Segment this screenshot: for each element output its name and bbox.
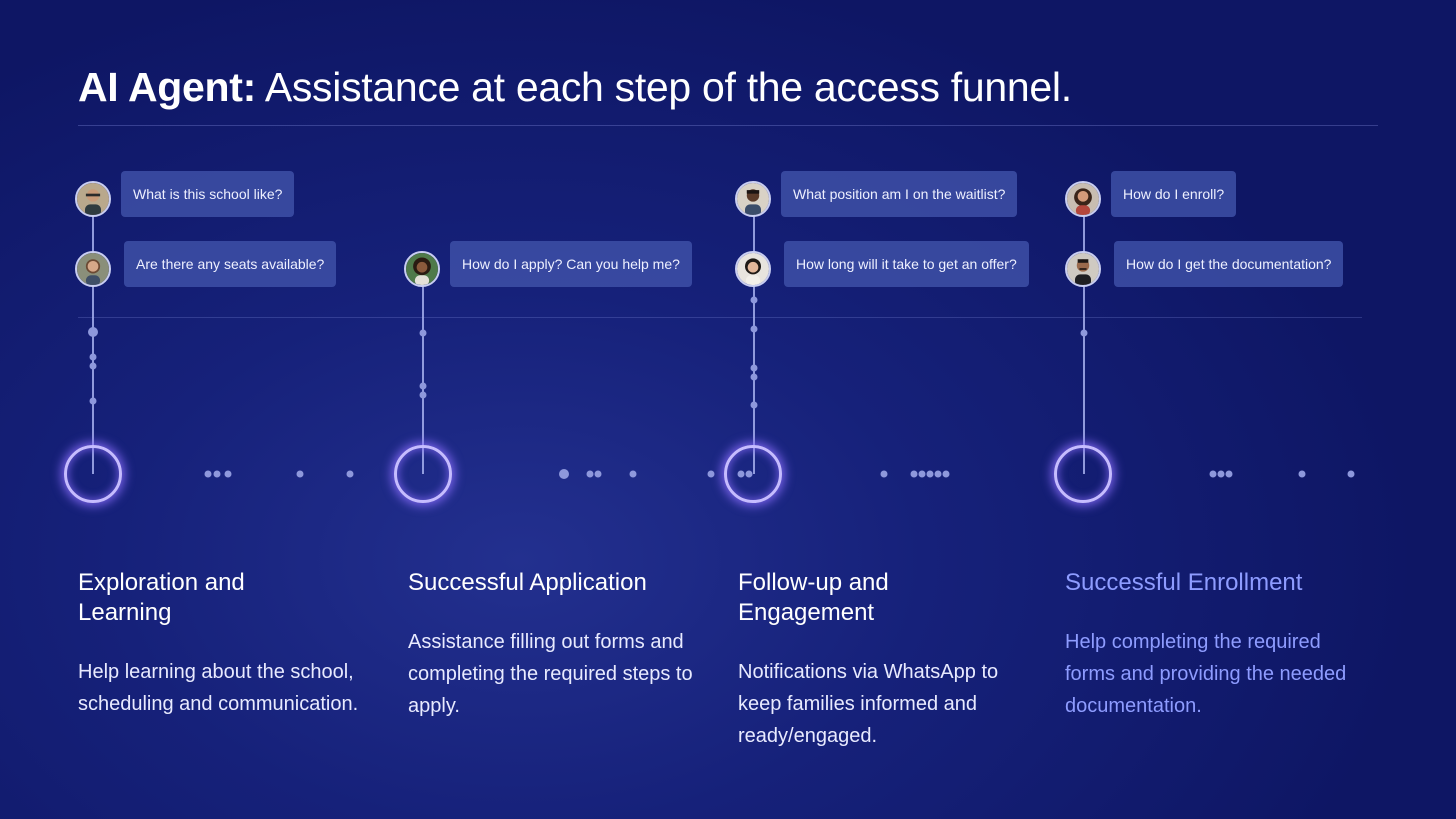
timeline-dot xyxy=(586,470,594,478)
timeline-dot xyxy=(1298,470,1306,478)
chat-bubble-seats-question: Are there any seats available? xyxy=(124,241,337,287)
timeline-dot xyxy=(918,470,926,478)
avatar-woman-glasses xyxy=(75,251,111,287)
timeline-dot xyxy=(750,325,758,333)
chat-bubble-apply-question: How do I apply? Can you help me? xyxy=(450,241,692,287)
stage-application: Successful Application Assistance fillin… xyxy=(408,568,698,722)
timeline-dot xyxy=(346,470,354,478)
timeline-dot xyxy=(750,401,758,409)
timeline-dot xyxy=(594,470,602,478)
title-rest: Assistance at each step of the access fu… xyxy=(255,64,1072,110)
chat-bubble-enroll-question: How do I enroll? xyxy=(1111,171,1237,217)
stage-title: Exploration and Learning xyxy=(78,569,245,626)
avatar-woman-curly-hair xyxy=(404,251,440,287)
stage-title: Successful Application xyxy=(408,569,647,596)
timeline-dot xyxy=(1217,470,1225,478)
timeline-dot xyxy=(1347,470,1355,478)
stage-description: Notifications via WhatsApp to keep famil… xyxy=(738,661,999,747)
stage-title: Follow-up and Engagement xyxy=(738,569,889,626)
timeline-dot xyxy=(1209,470,1217,478)
avatar-man-mustache xyxy=(1065,251,1101,287)
avatar-man-smiling xyxy=(735,181,771,217)
timeline-dot xyxy=(880,470,888,478)
chat-bubble-offer-question: How long will it take to get an offer? xyxy=(784,241,1029,287)
stage-node-application xyxy=(394,445,452,503)
timeline-dot xyxy=(1080,329,1088,337)
chat-bubble-documentation-question: How do I get the documentation? xyxy=(1114,241,1344,287)
timeline-dot xyxy=(926,470,934,478)
timeline-dot xyxy=(934,470,942,478)
timeline-dot xyxy=(296,470,304,478)
timeline-dot xyxy=(213,470,221,478)
timeline-dot xyxy=(629,470,637,478)
timeline-dot xyxy=(559,469,569,479)
timeline-dot xyxy=(224,470,232,478)
stage-node-exploration xyxy=(64,445,122,503)
timeline-dot xyxy=(419,382,427,390)
avatar-woman-dark-hair xyxy=(735,251,771,287)
stage-enrollment: Successful Enrollment Help completing th… xyxy=(1065,568,1355,722)
page-title: AI Agent: Assistance at each step of the… xyxy=(78,64,1072,111)
timeline-dot xyxy=(89,362,97,370)
timeline-dot xyxy=(89,353,97,361)
chat-divider xyxy=(78,317,1362,318)
timeline-dot xyxy=(204,470,212,478)
stage-description: Help learning about the school, scheduli… xyxy=(78,661,359,715)
timeline-dot xyxy=(88,327,98,337)
timeline-dot xyxy=(750,373,758,381)
title-lead: AI Agent: xyxy=(78,64,256,110)
timeline-dot xyxy=(1225,470,1233,478)
stage-description: Assistance filling out forms and complet… xyxy=(408,631,693,717)
chat-bubble-waitlist-question: What position am I on the waitlist? xyxy=(781,171,1018,217)
avatar-woman-long-hair xyxy=(1065,181,1101,217)
timeline-dot xyxy=(910,470,918,478)
timeline-dot xyxy=(750,364,758,372)
timeline-dot xyxy=(419,329,427,337)
timeline-dot xyxy=(750,296,758,304)
avatar-man-glasses xyxy=(75,181,111,217)
stage-node-engagement xyxy=(724,445,782,503)
timeline-dots xyxy=(88,296,1355,479)
chat-bubble-school-question: What is this school like? xyxy=(121,171,295,217)
timeline-dot xyxy=(942,470,950,478)
stage-title: Successful Enrollment xyxy=(1065,569,1303,596)
stage-description: Help completing the required forms and p… xyxy=(1065,631,1347,717)
timeline-dot xyxy=(89,397,97,405)
timeline-dot xyxy=(419,391,427,399)
stage-node-enrollment xyxy=(1054,445,1112,503)
title-divider xyxy=(78,125,1378,126)
stage-exploration: Exploration and Learning Help learning a… xyxy=(78,568,368,720)
stage-engagement: Follow-up and Engagement Notifications v… xyxy=(738,568,1028,752)
timeline-dot xyxy=(707,470,715,478)
